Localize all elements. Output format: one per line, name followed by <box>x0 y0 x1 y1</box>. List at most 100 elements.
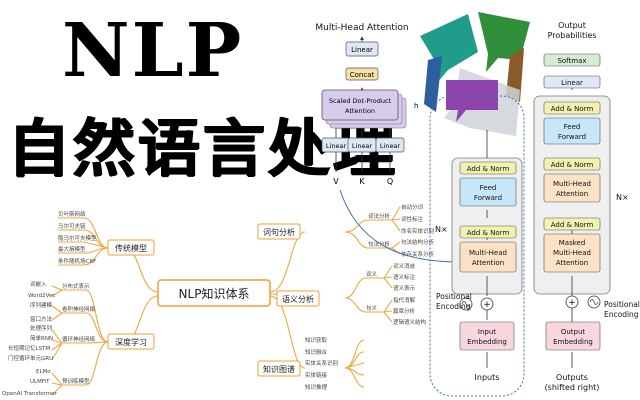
svg-text:Add & Norm: Add & Norm <box>467 165 510 173</box>
branch-semantic-box <box>276 290 320 307</box>
leaf: 语义标注 <box>393 273 416 281</box>
output-prob-line1: Output <box>558 21 586 30</box>
leaf: 长短期记忆LSTM <box>8 344 50 352</box>
group-label: 分布式表示 <box>62 282 90 290</box>
sub-label: 句义 <box>366 304 378 312</box>
link-center-lexical <box>269 231 306 293</box>
leaf: 自动分词 <box>401 203 424 211</box>
enc-add-icon <box>480 297 494 311</box>
leaf: 句法结构分析 <box>401 238 435 246</box>
sdpa-box <box>321 89 399 121</box>
leaf: 知识获取 <box>305 336 328 344</box>
leaf: 门控循环单元GRU <box>8 354 53 362</box>
branch-kg-box <box>257 360 301 377</box>
svg-text:Forward: Forward <box>558 133 586 141</box>
leaf: 词性标注 <box>401 215 424 223</box>
leaf: 逻辑语义结构 <box>393 318 427 326</box>
leaf: 贝叶斯网络 <box>58 210 86 218</box>
branch-deep-learning-label: 深度学习 <box>115 337 147 347</box>
svg-text:Linear: Linear <box>326 142 347 150</box>
leaf: 序列建模 <box>30 301 53 309</box>
svg-text:Linear: Linear <box>352 142 373 150</box>
leaf: 实体链接 <box>305 371 328 379</box>
dec-add-norm-3 <box>543 101 601 115</box>
sdpa-label-line1: Scaled Dot-Product <box>329 97 392 105</box>
svg-text:Add & Norm: Add & Norm <box>467 229 510 237</box>
connector-arrow <box>339 189 461 265</box>
sub-label: 句法分析 <box>368 240 391 248</box>
dec-positional-label-1: Positional <box>604 300 640 309</box>
leaf: 知识推理 <box>305 383 328 391</box>
q-linear-box <box>375 137 405 153</box>
svg-text:Forward: Forward <box>474 194 502 202</box>
k-label: K <box>359 177 365 186</box>
encoder-dashed-outline <box>429 95 525 397</box>
leaf: 最大熵模型 <box>58 245 86 253</box>
svg-text:Add & Norm: Add & Norm <box>551 105 594 113</box>
svg-text:Embedding: Embedding <box>467 338 507 346</box>
output-prob-line2: Probabilities <box>548 31 597 40</box>
leaf: 词义消歧 <box>393 262 416 270</box>
dec-linear-box <box>543 75 601 89</box>
branch-lexical-box <box>257 223 301 240</box>
link-center-kg <box>269 295 306 369</box>
leaf: 命名实体识别 <box>401 227 434 235</box>
dec-feed-forward <box>543 117 601 145</box>
branch-lexical-label: 词句分析 <box>263 227 295 237</box>
group-label: 卷积神经网络 <box>62 305 96 313</box>
inputs-label: Inputs <box>475 373 500 382</box>
branch-traditional-box <box>107 239 155 256</box>
enc-multi-head-attention <box>459 241 517 273</box>
svg-text:Feed: Feed <box>480 184 497 192</box>
v-label: V <box>333 177 339 186</box>
enc-feed-forward <box>459 177 517 207</box>
sub-label: 词义 <box>366 270 378 278</box>
branch-semantic-label: 语义分析 <box>282 294 314 304</box>
leaf: 简单RNN <box>30 334 53 342</box>
decoder-nx-label: N× <box>616 193 629 202</box>
svg-text:Multi-Head: Multi-Head <box>469 249 507 257</box>
multi-head-attention-diagram: Multi-Head Attention Linear Concat Scale… <box>315 23 418 186</box>
leaf: 知识融合 <box>305 348 328 356</box>
svg-text:+: + <box>568 298 576 308</box>
title-nlp: NLP <box>62 8 244 94</box>
dec-positional-label-2: Encoding <box>604 310 639 319</box>
leaf: ELMo <box>36 369 51 375</box>
encoder-nx-label: N× <box>435 225 448 234</box>
leaf: Word2Vec <box>28 293 55 299</box>
svg-text:Attention: Attention <box>556 259 588 267</box>
dec-add-icon <box>565 295 579 309</box>
leaf: 依存关系分析 <box>401 250 435 258</box>
leaf: 篇章分析 <box>393 307 416 315</box>
svg-text:Input: Input <box>478 328 496 336</box>
branch-kg-label: 知识图谱 <box>263 364 295 374</box>
svg-text:Attention: Attention <box>556 190 588 198</box>
mha-linear-label: Linear <box>351 46 373 54</box>
group-label: 预训练模型 <box>62 377 90 385</box>
mha-title: Multi-Head Attention <box>315 23 408 33</box>
leaf: 处理序列 <box>30 324 53 332</box>
enc-positional-label-1: Positional <box>436 292 472 301</box>
branch-traditional-label: 传统模型 <box>115 243 147 253</box>
svg-text:Multi-Head: Multi-Head <box>553 180 591 188</box>
svg-text:Output: Output <box>561 328 586 336</box>
leaf: 词嵌入 <box>30 280 47 288</box>
output-embedding-box <box>545 321 601 351</box>
leaf: 马尔可夫链 <box>58 222 86 230</box>
svg-text:Feed: Feed <box>564 123 581 131</box>
teal-bubble-icon <box>420 14 478 84</box>
dec-add-norm-2 <box>543 157 601 171</box>
sub-label: 词法分析 <box>368 212 391 220</box>
mindmap <box>51 206 401 396</box>
svg-text:Add & Norm: Add & Norm <box>551 221 594 229</box>
leaf: 窗口方法 <box>30 315 53 323</box>
outputs-label-2: (shifted right) <box>545 383 600 392</box>
group-label: 循环神经网络 <box>62 335 96 343</box>
mindmap-center-label: NLP知识体系 <box>179 287 250 301</box>
svg-text:Softmax: Softmax <box>557 57 586 65</box>
svg-text:Linear: Linear <box>561 79 583 87</box>
svg-text:Attention: Attention <box>472 259 504 267</box>
sdpa-label-line2: Attention <box>345 107 375 115</box>
svg-text:Add & Norm: Add & Norm <box>551 161 594 169</box>
leaf: 指代消解 <box>393 296 416 304</box>
